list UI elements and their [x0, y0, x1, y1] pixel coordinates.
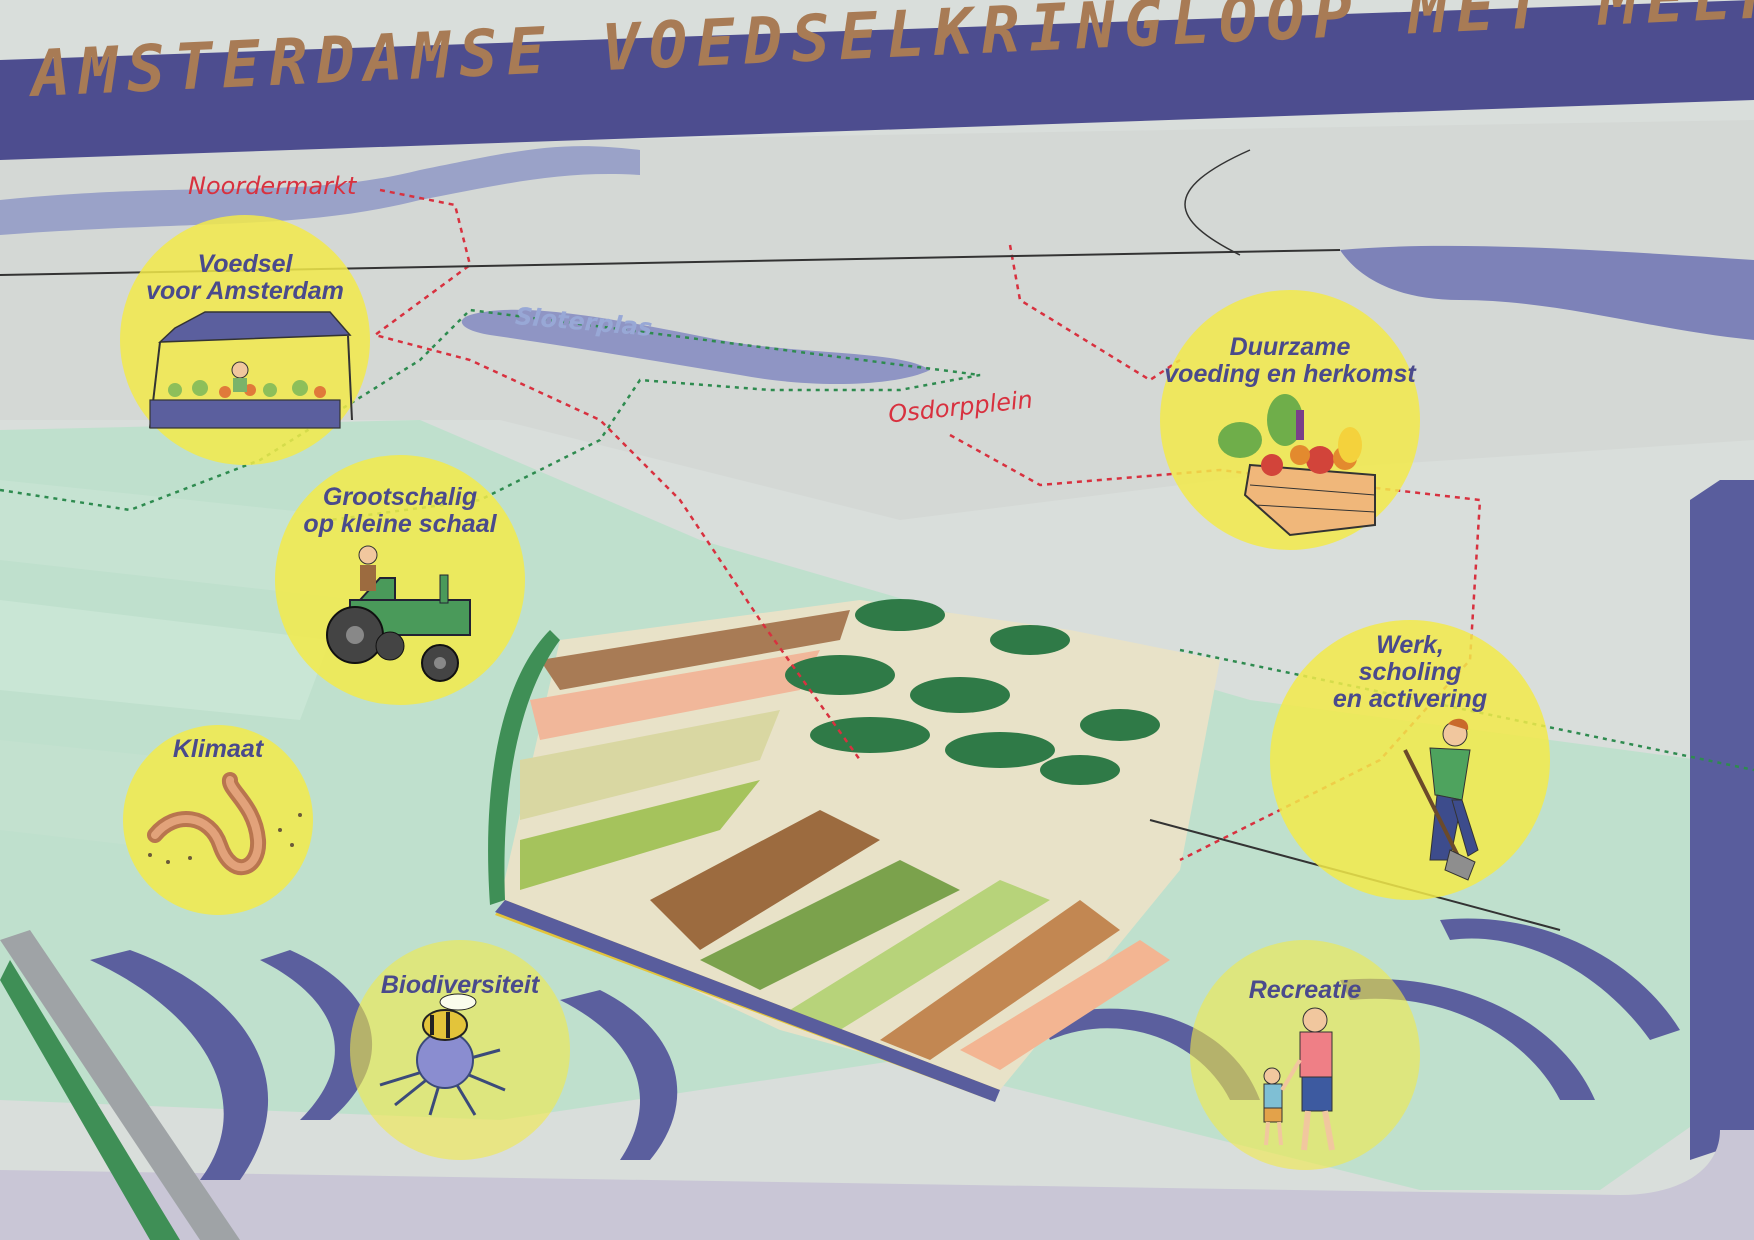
canal: [1440, 918, 1680, 1040]
theme-label-voedsel: Voedsel voor Amsterdam: [146, 250, 344, 305]
route-red: [1008, 244, 1181, 382]
field-green: [700, 860, 960, 990]
theme-label-biodiversiteit: Biodiversiteit: [380, 971, 540, 999]
field-peach: [960, 940, 1170, 1070]
bee-flower-icon: [379, 993, 506, 1116]
theme-label-recreatie: Recreatie: [1248, 976, 1362, 1004]
walking-family-icon: [1263, 1007, 1335, 1151]
theme-label-grootschalig: Grootschalig op kleine schaal: [303, 483, 497, 538]
outer-ground: [0, 1130, 1754, 1240]
theme-label-duurzame: Duurzame voeding en herkomst: [1164, 333, 1416, 388]
earthworm-icon: [147, 772, 302, 875]
route-green: [1179, 648, 1754, 772]
field-green: [520, 780, 760, 890]
river-ij: [0, 146, 640, 235]
field-brown: [540, 610, 850, 690]
digging-person-icon: [1403, 718, 1479, 881]
tree-clusters: [785, 599, 1160, 785]
vegetable-crate-icon: [1218, 394, 1376, 537]
field-brown: [880, 900, 1120, 1060]
field-peach: [530, 650, 820, 740]
field-green: [790, 880, 1050, 1030]
theme-label-werk: Werk, scholing en activering: [1332, 631, 1488, 713]
circle-klimaat: [123, 725, 313, 915]
canal: [260, 950, 373, 1120]
theme-label-klimaat: Klimaat: [172, 735, 264, 763]
canal: [560, 990, 678, 1160]
label-noordermarkt: Noordermarkt: [188, 172, 357, 200]
farm-ditch: [495, 900, 1000, 1102]
tractor-icon: [326, 545, 471, 682]
market-stall-icon: [149, 311, 353, 429]
highway: [0, 930, 240, 1240]
canal: [90, 950, 269, 1180]
farm-ditch-green: [488, 630, 560, 905]
lake-east: [1340, 245, 1754, 340]
road-line: [1184, 149, 1251, 256]
sloterplas-lake: [461, 309, 930, 385]
green-verge: [0, 960, 180, 1240]
route-red: [372, 188, 862, 761]
field-brown: [650, 810, 880, 950]
ring-canal-edge: [1690, 480, 1720, 1160]
meadow-strip: [0, 600, 330, 720]
field-cream: [520, 710, 780, 820]
